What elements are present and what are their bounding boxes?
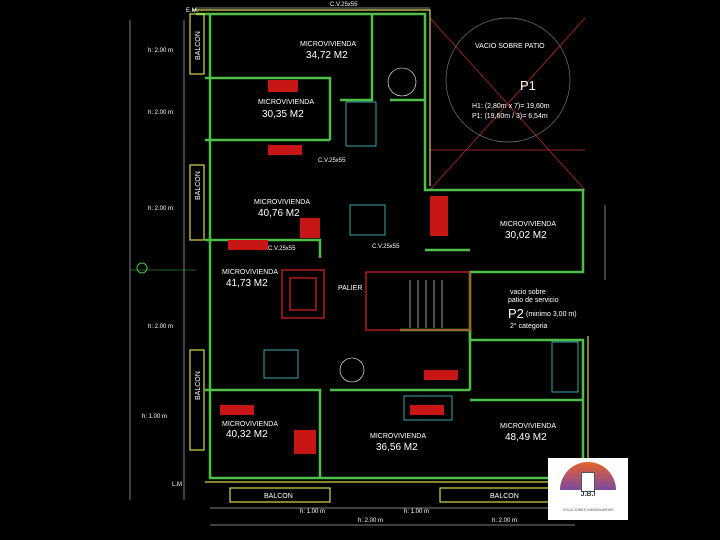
unit-6-area: 40,32 M2 (226, 429, 268, 440)
patio-p1-formula-h1: H1: (2,80m x 7)= 19,60m (472, 103, 550, 110)
unit-8-area: 48,49 M2 (505, 432, 547, 443)
patio-p2-code: P2 (508, 306, 524, 321)
palier-label: PALIER (338, 285, 362, 292)
lm-label: L.M (172, 482, 182, 488)
patio-p1-formula-p1: P1: (19,60m / 3)= 6,54m (472, 113, 548, 120)
axis-marker (136, 262, 148, 274)
balcon-side-mid: BALCON (195, 171, 202, 200)
unit-1-label: MICROVIVIENDA (300, 41, 356, 48)
height-label-9: h: 2.00 m (492, 518, 517, 524)
height-label-3: h: 2.00 m (148, 206, 173, 212)
unit-8-label: MICROVIVIENDA (500, 423, 556, 430)
unit-5-area: 30,02 M2 (505, 230, 547, 241)
unit-5-label: MICROVIVIENDA (500, 221, 556, 228)
height-label-6: h: 1.00 m (300, 509, 325, 515)
patio-p2-note: (minimo 3,00 m) (526, 311, 577, 318)
patio-p2-line2: patio de servicio (508, 297, 559, 304)
unit-3-label: MICROVIVIENDA (254, 199, 310, 206)
cv-label-mid2: C.V.25x55 (268, 246, 296, 252)
balcon-side-top: BALCON (195, 31, 202, 60)
patio-p1-title: VACIO SOBRE PATIO (475, 43, 545, 50)
cv-label-mid3: C.V.25x55 (372, 244, 400, 250)
cv-label-mid1: C.V.25x55 (318, 158, 346, 164)
cv-label-top: C.V.25x55 (330, 2, 358, 8)
unit-4-area: 41,73 M2 (226, 278, 268, 289)
patio-p2-category: 2° categoria (510, 322, 548, 330)
fixtures (220, 80, 579, 454)
dimension-lines (129, 7, 606, 526)
unit-7-area: 36,56 M2 (376, 442, 418, 453)
patio-p2-line1: vacio sobre (510, 289, 546, 296)
height-label-7: h: 2.00 m (358, 518, 383, 524)
unit-2-area: 30,35 M2 (262, 109, 304, 120)
unit-2-label: MICROVIVIENDA (258, 99, 314, 106)
logo-tagline: SOLUCIONES INMOBILIARIAS (562, 508, 614, 512)
logo-name: J.B.I (580, 491, 596, 498)
height-label-2: h: 2.00 m (148, 110, 173, 116)
patio-p1-code: P1 (520, 78, 536, 93)
height-label-5: h: 1.00 m (142, 414, 167, 420)
unit-1-area: 34,72 M2 (306, 50, 348, 61)
balcon-bottom-right: BALCON (490, 493, 519, 500)
height-label-4: h: 2.00 m (148, 324, 173, 330)
height-label-8: h: 1.00 m (404, 509, 429, 515)
patio-p1-lines (429, 17, 586, 191)
em-label: E.M. (186, 8, 199, 14)
circulation-core (281, 67, 471, 383)
balcon-side-low: BALCON (195, 371, 202, 400)
balcon-bottom-left: BALCON (264, 493, 293, 500)
unit-3-area: 40,76 M2 (258, 208, 300, 219)
unit-7-label: MICROVIVIENDA (370, 433, 426, 440)
window-icon (581, 472, 595, 492)
unit-6-label: MICROVIVIENDA (222, 421, 278, 428)
height-label-1: h: 2.00 m (148, 48, 173, 54)
company-logo: J.B.I SOLUCIONES INMOBILIARIAS (548, 458, 628, 520)
unit-4-label: MICROVIVIENDA (222, 269, 278, 276)
